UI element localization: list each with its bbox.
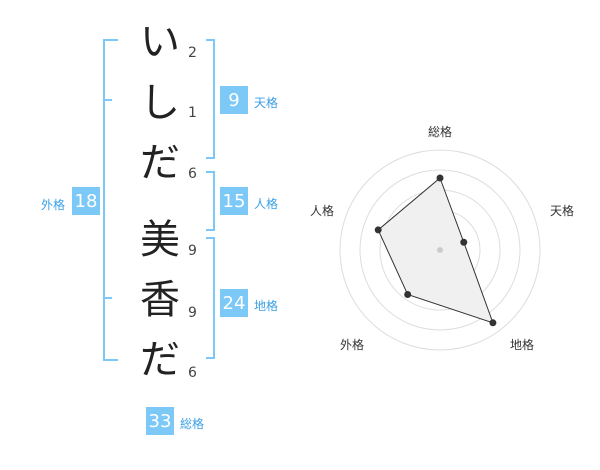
name-char-2: し	[140, 80, 180, 126]
radar-polygon	[377, 177, 494, 324]
tenkaku-bracket	[206, 39, 215, 159]
tenkaku-score: 9	[220, 86, 248, 114]
chikaku-label: 地格	[254, 299, 279, 313]
radar-ring-4	[359, 169, 521, 331]
tenkaku-label: 天格	[254, 96, 279, 110]
jinkaku-label: 人格	[254, 197, 279, 211]
gaikaku-score: 18	[72, 187, 100, 215]
radar-label-soukaku: 総格	[428, 125, 453, 139]
name-char-5: 香	[140, 277, 180, 323]
radar-label-tenkaku: 天格	[550, 204, 575, 218]
name-char-4: 美	[140, 217, 180, 263]
stroke-count-2: 1	[188, 105, 197, 121]
radar-label-chikaku: 地格	[510, 338, 535, 352]
radar-chart	[339, 149, 541, 351]
gaikaku-label: 外格	[41, 198, 66, 212]
radar-point-5	[374, 226, 382, 234]
name-char-6: だ	[140, 337, 180, 383]
stroke-count-1: 2	[188, 45, 197, 61]
radar-point-4	[404, 290, 412, 298]
soukaku-label: 総格	[180, 417, 205, 431]
name-char-3: だ	[140, 140, 180, 186]
radar-point-3	[489, 319, 497, 327]
chikaku-bracket	[206, 237, 215, 359]
stroke-count-4: 9	[188, 243, 197, 259]
stroke-count-6: 6	[188, 365, 197, 381]
stroke-count-3: 6	[188, 166, 197, 182]
jinkaku-score: 15	[220, 187, 248, 215]
stroke-count-5: 9	[188, 305, 197, 321]
jinkaku-bracket	[206, 171, 215, 231]
name-char-1: い	[140, 19, 180, 65]
radar-label-jinkaku: 人格	[310, 204, 335, 218]
radar-center-dot	[437, 247, 443, 253]
soukaku-score: 33	[146, 407, 174, 435]
radar-point-2	[460, 238, 468, 246]
radar-point-1	[436, 174, 444, 182]
gaikaku-bracket	[103, 39, 118, 361]
chikaku-score: 24	[220, 289, 248, 317]
radar-label-gaikaku: 外格	[340, 338, 365, 352]
radar-ring-5	[339, 149, 541, 351]
